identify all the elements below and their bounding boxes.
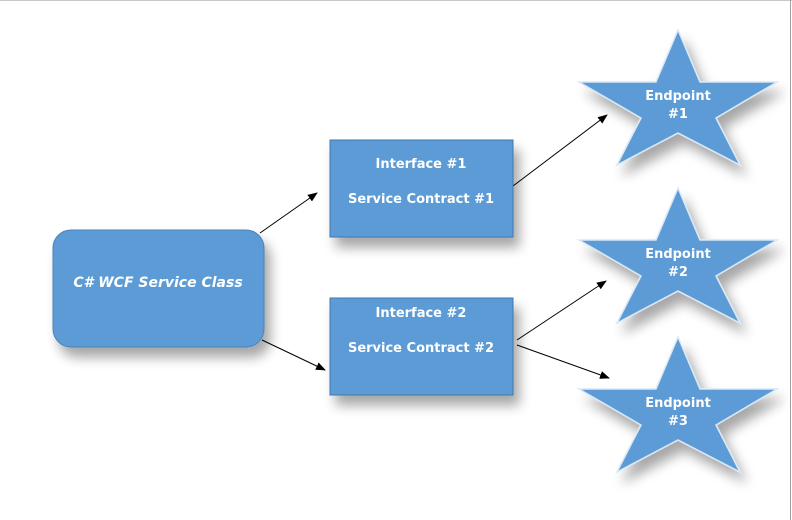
arrow-class-to-interface-2	[261, 339, 326, 371]
arrow-interface-2-to-endpoint-2	[516, 280, 607, 341]
interface-2-title: Interface #2	[376, 306, 467, 321]
interface-1-node	[329, 139, 514, 238]
endpoint-2-number: #2	[668, 265, 688, 280]
arrow-interface-2-to-endpoint-3	[516, 344, 610, 379]
endpoint-1-label: Endpoint	[645, 89, 711, 104]
interface-1-contract: Service Contract #1	[348, 192, 494, 207]
arrow-class-to-interface-1	[259, 192, 318, 234]
endpoint-2-label: Endpoint	[645, 247, 711, 262]
interface-2-contract: Service Contract #2	[348, 341, 494, 356]
endpoint-3-number: #3	[668, 414, 688, 429]
service-class-label: C# WCF Service Class	[73, 275, 242, 291]
endpoint-1-number: #1	[668, 107, 688, 122]
endpoint-3-label: Endpoint	[645, 396, 711, 411]
service-class-node	[52, 229, 265, 348]
arrow-interface-1-to-endpoint-1	[512, 114, 608, 187]
interface-2-node	[329, 297, 514, 396]
interface-1-title: Interface #1	[376, 157, 467, 172]
